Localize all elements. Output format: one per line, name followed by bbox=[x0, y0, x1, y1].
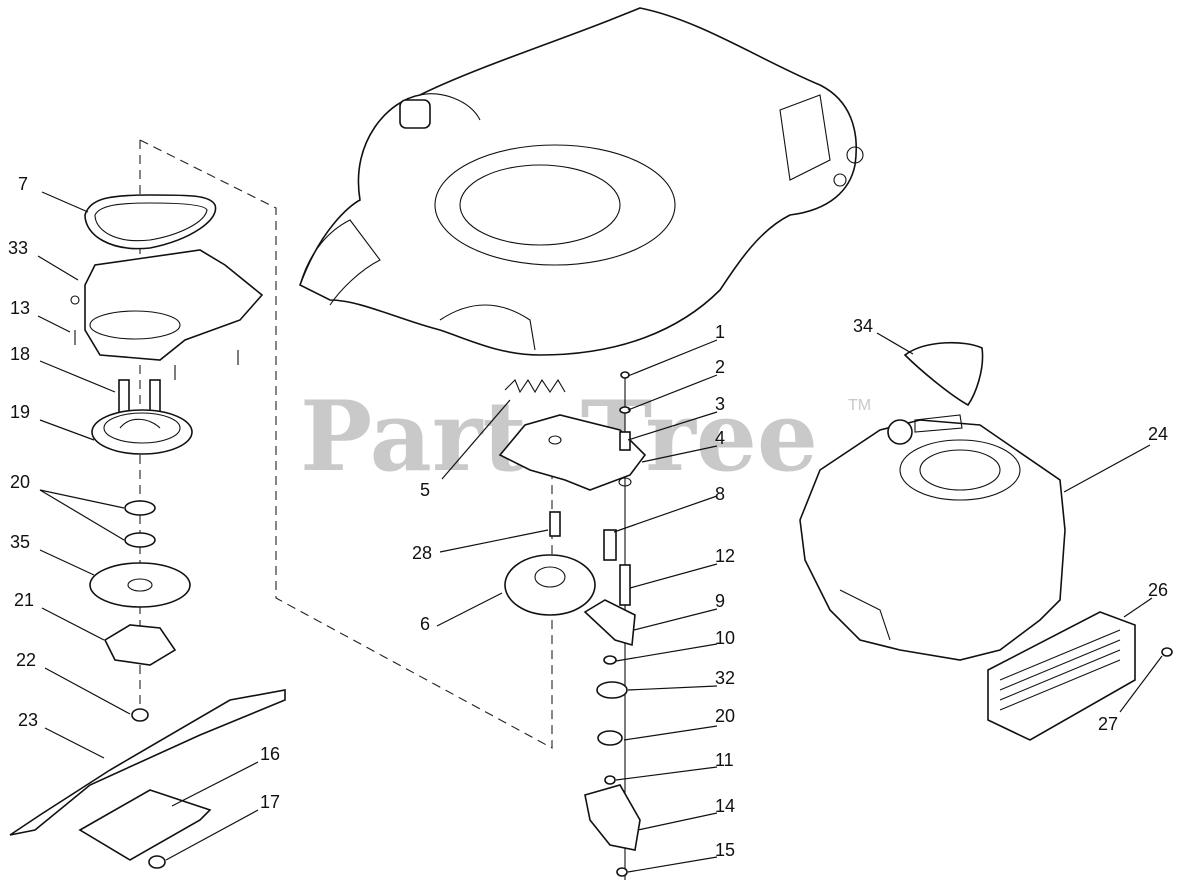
callout-7: 7 bbox=[18, 174, 28, 194]
callout-10: 10 bbox=[715, 628, 735, 648]
watermark-trademark: TM bbox=[848, 397, 871, 414]
blade-stiffener bbox=[78, 789, 212, 861]
bearings-left bbox=[124, 500, 156, 548]
callout-27: 27 bbox=[1098, 714, 1118, 734]
fuel-cap bbox=[903, 341, 984, 407]
lower-bracket bbox=[584, 784, 641, 877]
callout-11: 11 bbox=[715, 750, 734, 770]
brake-plate bbox=[504, 554, 596, 616]
callout-4: 4 bbox=[715, 428, 725, 448]
callout-24: 24 bbox=[1148, 424, 1168, 444]
blade-hub bbox=[103, 624, 177, 666]
callout-16: 16 bbox=[260, 744, 280, 764]
belt bbox=[84, 194, 217, 250]
callout-6: 6 bbox=[420, 614, 430, 634]
callout-15: 15 bbox=[715, 840, 735, 860]
spring bbox=[504, 378, 566, 394]
center-bearings bbox=[596, 655, 628, 785]
blade bbox=[9, 689, 286, 836]
callout-12: 12 bbox=[715, 546, 735, 566]
callout-3: 3 bbox=[715, 394, 725, 414]
callout-32: 32 bbox=[715, 668, 735, 688]
blade-adapter-plate bbox=[89, 562, 191, 608]
pulley bbox=[91, 409, 193, 455]
cover-screws bbox=[74, 330, 239, 380]
callout-13: 13 bbox=[10, 298, 30, 318]
callout-21: 21 bbox=[14, 590, 34, 610]
engine-shroud bbox=[799, 414, 1066, 661]
callout-18: 18 bbox=[10, 344, 30, 364]
engine-guard bbox=[987, 611, 1136, 741]
callout-33: 33 bbox=[8, 238, 28, 258]
callout-22: 22 bbox=[16, 650, 36, 670]
callout-26: 26 bbox=[1148, 580, 1168, 600]
callout-8: 8 bbox=[715, 484, 725, 504]
pin-parts bbox=[603, 529, 631, 606]
lever-bracket bbox=[583, 599, 636, 647]
callout-labels: 7 33 13 18 19 20 35 21 22 23 16 17 1 2 3… bbox=[8, 174, 1168, 860]
callout-9: 9 bbox=[715, 591, 725, 611]
callout-35: 35 bbox=[10, 532, 30, 552]
center-bolt bbox=[549, 511, 561, 537]
callout-14: 14 bbox=[715, 796, 735, 816]
blade-bolt bbox=[148, 855, 166, 869]
callout-5: 5 bbox=[420, 480, 430, 500]
callout-17: 17 bbox=[260, 792, 280, 812]
callout-19: 19 bbox=[10, 402, 30, 422]
mower-deck bbox=[299, 7, 864, 356]
leader-lines bbox=[37, 191, 1163, 873]
callout-28: 28 bbox=[412, 543, 432, 563]
callout-20-center: 20 bbox=[715, 706, 735, 726]
guard-screw bbox=[1161, 647, 1173, 657]
hub-nut bbox=[131, 708, 149, 722]
callout-34: 34 bbox=[853, 316, 873, 336]
callout-20-left: 20 bbox=[10, 472, 30, 492]
callout-2: 2 bbox=[715, 357, 725, 377]
callout-1: 1 bbox=[715, 322, 725, 342]
brake-bracket bbox=[498, 414, 647, 491]
belt-cover bbox=[70, 249, 264, 361]
small-fasteners bbox=[619, 371, 631, 451]
callout-23: 23 bbox=[18, 710, 38, 730]
